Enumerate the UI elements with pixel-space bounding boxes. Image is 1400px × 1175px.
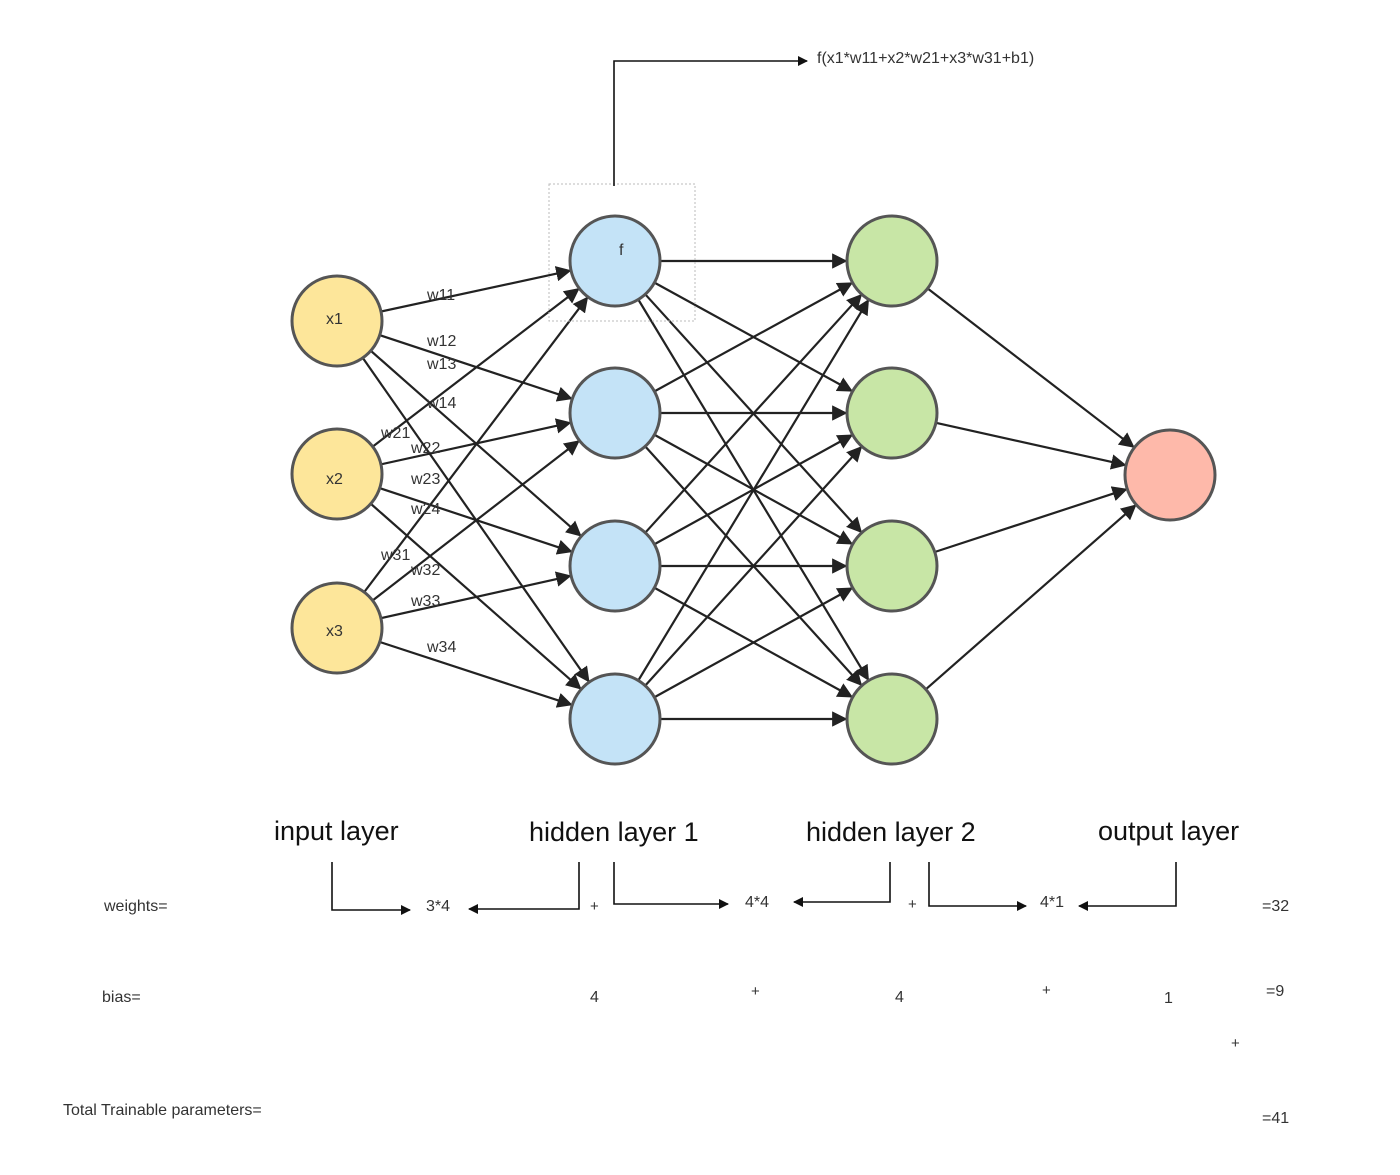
bracket-input-to-3x4 — [331, 862, 411, 915]
total-row-label: Total Trainable parameters= — [63, 1102, 262, 1119]
edge-input3-hidden13 — [380, 571, 572, 620]
weights-total: =32 — [1262, 898, 1290, 915]
weight-label-w33: w33 — [411, 593, 441, 610]
layer-title-input: input layer — [274, 816, 399, 846]
node-hidden2-4 — [845, 672, 939, 766]
edge-hidden14-hidden22 — [644, 445, 863, 687]
neuron-highlight-box — [548, 183, 696, 322]
edge-hidden22-output1 — [935, 421, 1127, 470]
node-hidden2-2 — [845, 366, 939, 460]
edge-input1-hidden11 — [380, 266, 572, 313]
layer-title-hidden1: hidden layer 1 — [529, 817, 699, 847]
weights-term-3: 4*1 — [1040, 894, 1065, 911]
node-hidden2-3 — [845, 519, 939, 613]
bracket-output-to-4x1 — [1078, 862, 1177, 911]
layer-title-output: output layer — [1098, 816, 1240, 846]
node-hidden1-1 — [568, 214, 662, 308]
edge-hidden14-hidden21 — [637, 299, 870, 682]
weights-term-1: 3*4 — [426, 898, 451, 915]
node-hidden1-4 — [568, 672, 662, 766]
node-label-f: f — [619, 242, 624, 259]
edge-hidden14-hidden23 — [653, 587, 854, 699]
weight-label-w23: w23 — [411, 471, 441, 488]
bias-plus-1: + — [751, 983, 760, 1000]
node-hidden1-2 — [568, 366, 662, 460]
sum-plus: + — [1231, 1035, 1240, 1052]
weight-label-w34: w34 — [427, 639, 457, 656]
edge-input3-hidden11 — [363, 296, 589, 593]
weights-plus-2: + — [908, 896, 917, 913]
weight-label-w14: w14 — [427, 395, 457, 412]
bracket-hidden2-to-4x4 — [793, 862, 891, 907]
weights-plus-1: + — [590, 898, 599, 915]
bias-term-2: 4 — [895, 989, 904, 1006]
bias-total: =9 — [1266, 983, 1285, 1000]
bias-row-label: bias= — [102, 989, 141, 1006]
node-label-x1: x1 — [326, 311, 343, 328]
edge-input3-hidden14 — [379, 640, 573, 708]
weights-row-label: weights= — [104, 898, 168, 915]
node-label-x2: x2 — [326, 471, 343, 488]
edge-hidden21-output1 — [926, 287, 1135, 448]
node-input-1 — [290, 274, 384, 368]
node-output-1 — [1123, 428, 1217, 522]
bracket-hidden1-to-3x4 — [468, 862, 580, 914]
weight-label-w11: w11 — [427, 287, 456, 304]
edge-input3-hidden12 — [371, 440, 580, 602]
node-input-2 — [290, 427, 384, 521]
node-input-3 — [290, 581, 384, 675]
node-hidden1-3 — [568, 519, 662, 613]
formula-connector-arrow — [613, 56, 808, 186]
weight-label-w32: w32 — [411, 562, 441, 579]
total-value: =41 — [1262, 1110, 1290, 1127]
edge-hidden12-hidden21 — [653, 282, 854, 393]
bracket-hidden2-to-4x1 — [928, 862, 1027, 911]
weight-label-w24: w24 — [411, 501, 441, 518]
activation-formula: f(x1*w11+x2*w21+x3*w31+b1) — [817, 50, 1035, 67]
edge-input2-hidden11 — [372, 288, 580, 448]
bracket-hidden1-to-4x4 — [613, 862, 729, 909]
weight-label-w12: w12 — [427, 333, 457, 350]
node-hidden2-1 — [845, 214, 939, 308]
bias-term-1: 4 — [590, 989, 599, 1006]
weight-label-w22: w22 — [411, 440, 441, 457]
edge-hidden24-output1 — [925, 504, 1137, 691]
weight-label-w13: w13 — [427, 356, 457, 373]
edge-hidden23-output1 — [934, 486, 1128, 554]
node-label-x3: x3 — [326, 623, 343, 640]
bias-plus-2: + — [1042, 982, 1051, 999]
weight-label-w21: w21 — [381, 425, 411, 442]
edge-hidden13-hidden21 — [644, 293, 863, 534]
weight-label-w31: w31 — [381, 547, 411, 564]
layer-title-hidden2: hidden layer 2 — [806, 817, 976, 847]
weights-term-2: 4*4 — [745, 894, 770, 911]
bias-term-3: 1 — [1164, 990, 1173, 1007]
